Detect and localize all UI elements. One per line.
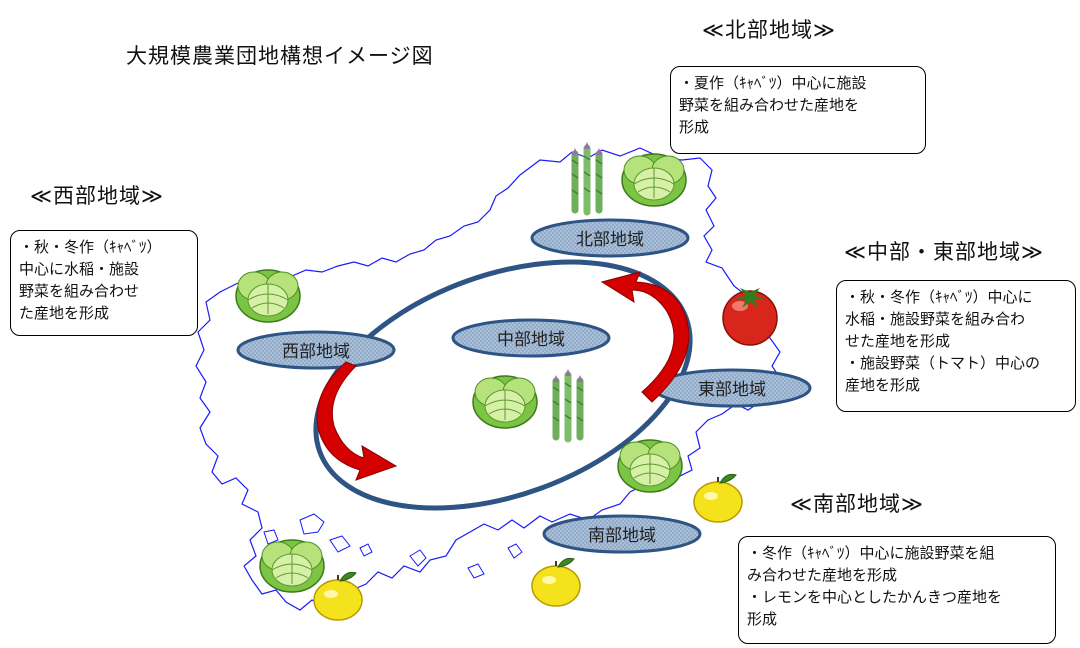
cabbage-icon [472, 375, 538, 429]
lemon-icon [531, 557, 581, 607]
callout-line: 形成 [679, 118, 710, 136]
cabbage-icon [617, 439, 683, 493]
callout-line: ・施設野菜（トマト）中心の [845, 354, 1041, 372]
callout-central-east: ・秋・冬作（ｷｬﾍﾞﾂ）中心に 水稲・施設野菜を組み合わ せた産地を形成 ・施設… [836, 280, 1076, 412]
callout-line: 水稲・施設野菜を組み合わ [845, 310, 1026, 328]
callout-line: 野菜を組み合わせ [19, 282, 140, 300]
heading-west: ≪西部地域≫ [30, 184, 164, 208]
heading-north: ≪北部地域≫ [702, 18, 836, 42]
heading-central-east: ≪中部・東部地域≫ [844, 240, 1044, 264]
curved-arrow-icon [600, 271, 690, 403]
callout-line: 中心に水稲・施設 [19, 260, 140, 278]
lemon-icon [313, 571, 363, 621]
callout-line: み合わせた産地を形成 [747, 566, 898, 584]
callout-line: ・冬作（ｷｬﾍﾞﾂ）中心に施設野菜を組 [747, 544, 995, 562]
lemon-icon [693, 473, 743, 523]
callout-north: ・夏作（ｷｬﾍﾞﾂ）中心に施設 野菜を組み合わせた産地を 形成 [670, 66, 926, 154]
tomato-icon [722, 288, 778, 346]
callout-line: 野菜を組み合わせた産地を [679, 96, 860, 114]
region-label-north: 北部地域 [576, 230, 644, 250]
region-oval-west[interactable]: 西部地域 [236, 330, 396, 370]
callout-line: ・夏作（ｷｬﾍﾞﾂ）中心に施設 [679, 74, 867, 92]
cabbage-icon [235, 269, 301, 323]
page-title: 大規模農業団地構想イメージ図 [126, 44, 434, 68]
heading-south: ≪南部地域≫ [790, 492, 924, 516]
region-oval-east[interactable]: 東部地域 [652, 368, 812, 408]
callout-west: ・秋・冬作（ｷｬﾍﾞﾂ） 中心に水稲・施設 野菜を組み合わせ た産地を形成 [10, 230, 198, 336]
region-label-south: 南部地域 [588, 526, 656, 546]
curved-arrow-icon [316, 361, 398, 481]
cabbage-icon [621, 153, 687, 207]
region-oval-south[interactable]: 南部地域 [542, 514, 702, 554]
callout-line: せた産地を形成 [845, 332, 951, 350]
region-label-central: 中部地域 [497, 330, 565, 350]
region-label-east: 東部地域 [698, 380, 766, 400]
callout-line: ・秋・冬作（ｷｬﾍﾞﾂ）中心に [845, 288, 1033, 306]
cabbage-icon [259, 539, 325, 593]
callout-line: 形成 [747, 610, 778, 628]
callout-line: た産地を形成 [19, 304, 110, 322]
callout-line: ・レモンを中心としたかんきつ産地を [747, 588, 1003, 606]
callout-south: ・冬作（ｷｬﾍﾞﾂ）中心に施設野菜を組 み合わせた産地を形成 ・レモンを中心とし… [738, 536, 1056, 644]
region-oval-central[interactable]: 中部地域 [451, 318, 611, 358]
region-oval-north[interactable]: 北部地域 [530, 218, 690, 258]
region-label-west: 西部地域 [282, 342, 350, 362]
callout-line: 産地を形成 [845, 376, 921, 394]
asparagus-icon [553, 369, 583, 439]
asparagus-icon [572, 142, 602, 212]
callout-line: ・秋・冬作（ｷｬﾍﾞﾂ） [19, 238, 162, 256]
